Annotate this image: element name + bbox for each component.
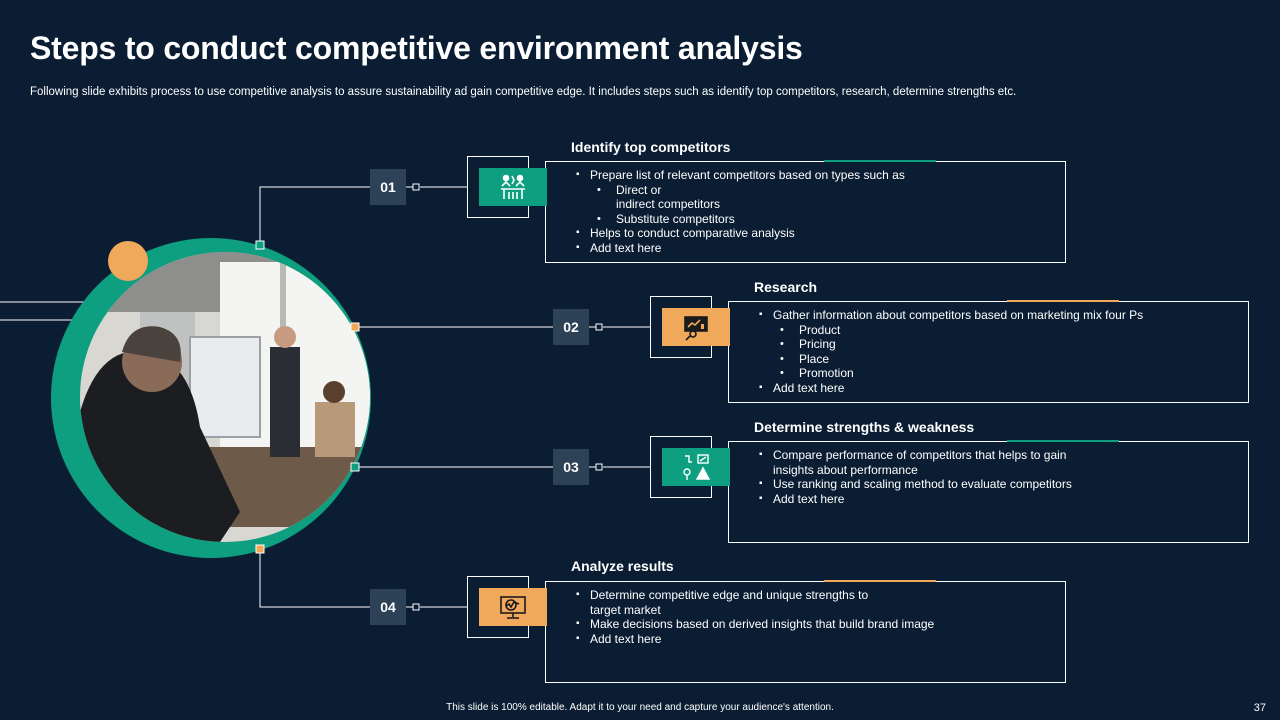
step-bullets-04: Determine competitive edge and unique st… bbox=[572, 588, 934, 646]
bullet-item: Place bbox=[755, 352, 1143, 367]
bullet-item: indirect competitors bbox=[616, 197, 721, 211]
page-number: 37 bbox=[1253, 702, 1266, 714]
step-title-01: Identify top competitors bbox=[571, 139, 731, 155]
step-title-02: Research bbox=[754, 279, 818, 295]
swot-icon bbox=[662, 448, 730, 486]
step-number-01: 01 bbox=[370, 169, 406, 205]
step-bullets-03: Compare performance of competitors that … bbox=[755, 448, 1072, 506]
step-number-02: 02 bbox=[553, 309, 589, 345]
bullet-item: Use ranking and scaling method to evalua… bbox=[755, 477, 1072, 492]
meeting-photo-ring bbox=[51, 238, 371, 558]
bullet-item: target market bbox=[590, 602, 661, 617]
step-number-03: 03 bbox=[553, 449, 589, 485]
accent-dot bbox=[108, 241, 148, 281]
bullet-item: Add text here bbox=[572, 632, 934, 647]
bullet-item: Direct or bbox=[572, 183, 905, 198]
bullet-item: Pricing bbox=[755, 337, 1143, 352]
bullet-item: Add text here bbox=[755, 492, 1072, 507]
bullet-item: Add text here bbox=[572, 241, 905, 256]
bullet-item: Substitute competitors bbox=[572, 212, 905, 227]
meeting-icon bbox=[479, 168, 547, 206]
bullet-item: Helps to conduct comparative analysis bbox=[572, 226, 905, 241]
bullet-item: Add text here bbox=[755, 381, 1143, 396]
bullet-item: Compare performance of competitors that … bbox=[755, 448, 1072, 463]
step-bullets-01: Prepare list of relevant competitors bas… bbox=[572, 168, 905, 255]
bullet-item: Prepare list of relevant competitors bas… bbox=[572, 168, 905, 183]
bullet-item: Make decisions based on derived insights… bbox=[572, 617, 934, 632]
bullet-item: insights about performance bbox=[773, 462, 918, 477]
bullet-item: Determine competitive edge and unique st… bbox=[572, 588, 934, 603]
step-number-04: 04 bbox=[370, 589, 406, 625]
slide-subtitle: Following slide exhibits process to use … bbox=[30, 86, 1017, 98]
bullet-item: Promotion bbox=[755, 366, 1143, 381]
monitor-analysis-icon bbox=[479, 588, 547, 626]
step-bullets-02: Gather information about competitors bas… bbox=[755, 308, 1143, 395]
research-presentation-icon bbox=[662, 308, 730, 346]
step-title-04: Analyze results bbox=[571, 558, 674, 574]
bullet-item: Gather information about competitors bas… bbox=[755, 308, 1143, 323]
footer-note: This slide is 100% editable. Adapt it to… bbox=[446, 702, 834, 713]
bullet-item: Product bbox=[755, 323, 1143, 338]
slide-title: Steps to conduct competitive environment… bbox=[30, 30, 803, 66]
meeting-photo bbox=[80, 252, 370, 542]
step-title-03: Determine strengths & weakness bbox=[754, 419, 975, 435]
